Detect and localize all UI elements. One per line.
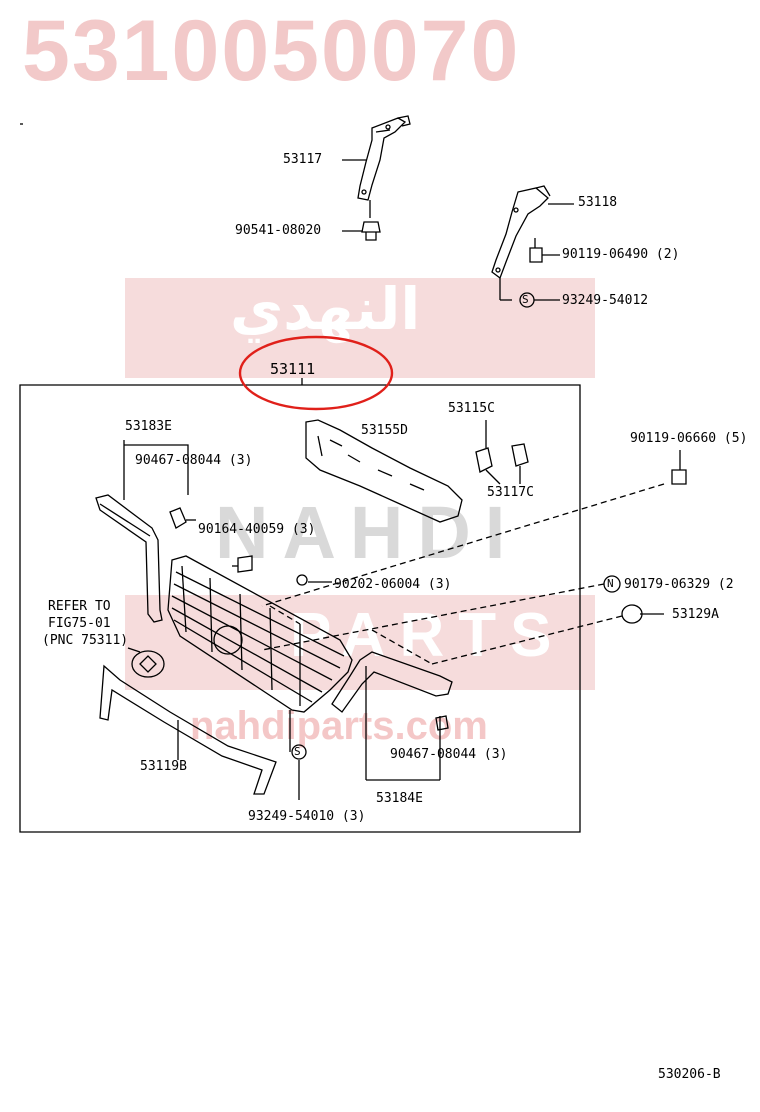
label-53115C: 53115C	[448, 401, 495, 416]
symbol-s-93249-54010	[291, 744, 307, 760]
nut-53117C-drawing	[511, 443, 529, 484]
label-53184E: 53184E	[376, 791, 423, 806]
label-53111: 53111	[270, 360, 316, 378]
label-90119-06660: 90119-06660 (5)	[630, 431, 748, 446]
bracket-53183E-drawing	[95, 440, 189, 623]
watermark-band-top	[125, 278, 595, 378]
clip-53129A-drawing	[431, 604, 664, 665]
screw-90164-40059-drawing	[186, 519, 253, 573]
label-90467-08044-bottom: 90467-08044 (3)	[390, 747, 508, 762]
emblem-drawing	[127, 647, 165, 678]
label-53155D: 53155D	[361, 423, 408, 438]
bracket-53184E-drawing	[331, 651, 453, 781]
label-53183E: 53183E	[125, 419, 172, 434]
label-53119B: 53119B	[140, 759, 187, 774]
label-90202-06004: 90202-06004 (3)	[334, 577, 452, 592]
label-53129A: 53129A	[672, 607, 719, 622]
plate-53155D-drawing	[305, 419, 463, 523]
label-90164-40059: 90164-40059 (3)	[198, 522, 316, 537]
label-refer-line2: FIG75-01	[48, 616, 111, 631]
highlight-ellipse-53111	[238, 335, 394, 411]
symbol-s-label-top: S	[522, 293, 529, 306]
label-refer-line3: (PNC 75311)	[42, 633, 129, 648]
watermark-band-bottom	[125, 595, 595, 690]
bracket-53118-drawing	[491, 185, 574, 301]
watermark-url: nahdiparts.com	[190, 704, 488, 748]
label-90467-08044-top: 90467-08044 (3)	[135, 453, 253, 468]
washer-90202-06004	[296, 574, 308, 586]
grille-53111-drawing	[167, 555, 353, 752]
label-53117C: 53117C	[487, 485, 534, 500]
label-90179-06329: 90179-06329 (2	[624, 577, 734, 592]
symbol-n-label: N	[607, 577, 614, 590]
clip-53115C-drawing	[475, 420, 501, 485]
part-number-watermark: 5310050070	[22, 3, 521, 99]
bolt-90119-06490-drawing	[529, 238, 560, 263]
bolt-90541-08020-drawing	[342, 221, 381, 241]
bolt-90119-06660-drawing	[261, 450, 687, 607]
label-53118: 53118	[578, 195, 618, 210]
figure-code: 530206-B	[658, 1067, 721, 1082]
label-refer-line1: REFER TO	[48, 599, 111, 614]
watermark-parts: PARTS	[290, 601, 566, 670]
symbol-s-label-bottom: S	[294, 745, 301, 758]
label-90119-06490: 90119-06490 (2)	[562, 247, 680, 262]
watermark-brand: NAHDI	[215, 491, 520, 574]
bracket-53117-drawing	[342, 115, 411, 218]
label-93249-54010: 93249-54010 (3)	[248, 809, 366, 824]
label-93249-54012: 93249-54012	[562, 293, 649, 308]
label-53117: 53117	[283, 152, 323, 167]
label-90541-08020: 90541-08020	[235, 223, 322, 238]
molding-53119B-drawing	[99, 664, 277, 795]
watermark-arabic: النهدي	[230, 275, 421, 343]
assembly-frame	[19, 384, 581, 833]
